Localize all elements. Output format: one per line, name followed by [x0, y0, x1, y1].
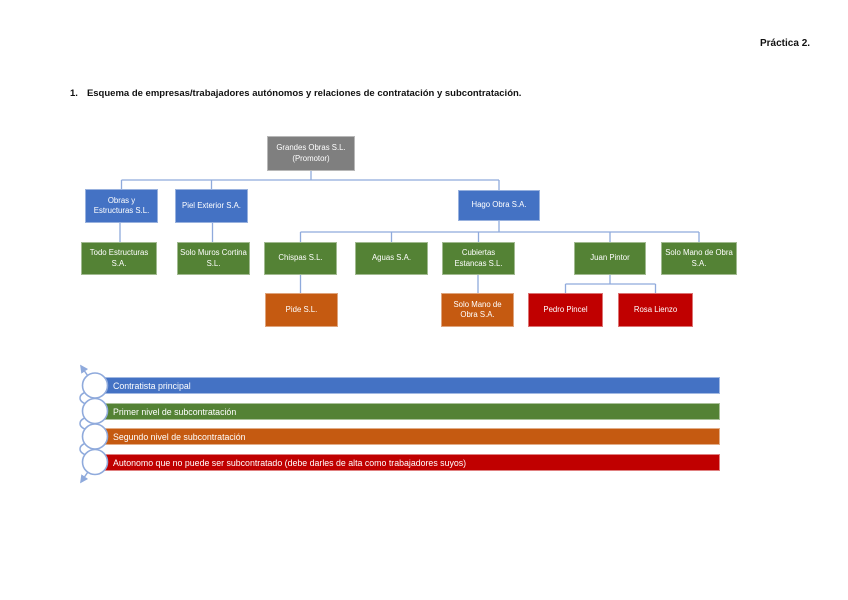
org-node-juan-pintor: Juan Pintor — [574, 242, 646, 275]
org-node-obras-y-estructuras: Obras y Estructuras S.L. — [85, 189, 158, 223]
org-node-solo-mano-de-obra-verde: Solo Mano de Obra S.A. — [661, 242, 737, 275]
org-node-piel-exterior: Piel Exterior S.A. — [175, 189, 248, 223]
legend-item-primer-nivel: Primer nivel de subcontratación — [96, 402, 720, 420]
org-node-grandes-obras-promotor: Grandes Obras S.L. (Promotor) — [267, 136, 355, 171]
org-node-cubiertas-estancas: Cubiertas Estancas S.L. — [442, 242, 515, 275]
org-node-todo-estructuras: Todo Estructuras S.A. — [81, 242, 157, 275]
page-header-label: Práctica 2. — [760, 38, 811, 49]
legend-item-autonomo: Autonomo que no puede ser subcontratado … — [96, 453, 720, 471]
section-title: Esquema de empresas/trabajadores autónom… — [86, 88, 522, 99]
org-node-rosa-lienzo: Rosa Lienzo — [618, 293, 693, 327]
org-node-solo-mano-de-obra-naranja: Solo Mano de Obra S.A. — [441, 293, 514, 327]
legend-item-contratista-principal: Contratista principal — [96, 377, 720, 394]
org-node-pedro-pincel: Pedro Pincel — [528, 293, 603, 327]
org-node-pide: Pide S.L. — [265, 293, 338, 327]
org-node-chispas: Chispas S.L. — [264, 242, 337, 275]
section-heading: 1. Esquema de empresas/trabajadores autó… — [70, 88, 521, 99]
legend-item-segundo-nivel: Segundo nivel de subcontratación — [96, 428, 720, 445]
org-node-aguas: Aguas S.A. — [355, 242, 428, 275]
org-node-hago-obra: Hago Obra S.A. — [458, 190, 540, 221]
org-node-solo-muros-cortina: Solo Muros Cortina S.L. — [177, 242, 250, 275]
section-number: 1. — [70, 88, 78, 99]
